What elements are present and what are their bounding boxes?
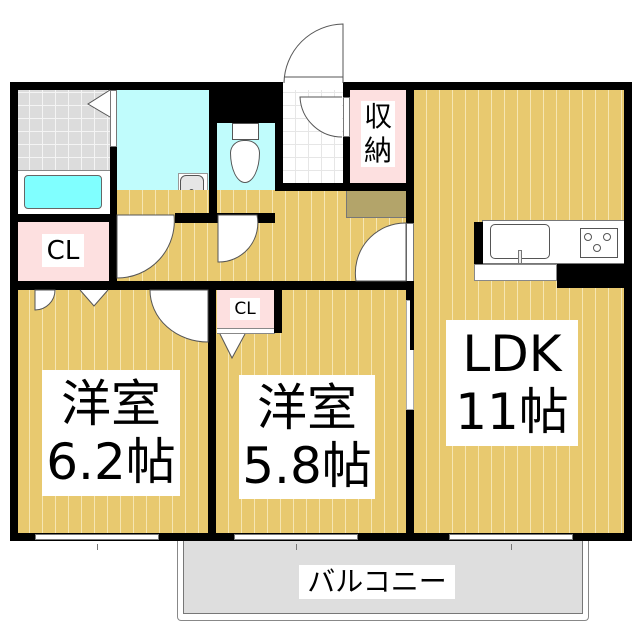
burner — [593, 244, 601, 252]
bathroom-floor — [17, 90, 111, 170]
storage-label-line2: 納 — [363, 134, 392, 167]
bathtub — [24, 175, 102, 209]
ldk-name: LDK — [462, 325, 562, 383]
wall-wash-toilet — [209, 90, 217, 223]
kitchen-bar-counter — [474, 264, 557, 281]
wall-room1-room2 — [208, 281, 216, 541]
washroom-bottom-wall — [175, 213, 275, 223]
window-room1 — [35, 534, 159, 540]
closet-left-label: CL — [42, 234, 84, 267]
kitchen-counter-end-wall — [474, 222, 483, 264]
ldk-sliding-door-panel — [410, 290, 414, 350]
wall-smallcl-right — [274, 281, 282, 333]
kitchen-back-wall — [557, 264, 626, 288]
bath-door — [110, 90, 117, 147]
kitchen-faucet — [518, 250, 522, 264]
western-room-2-label: 洋室 5.8帖 — [239, 375, 375, 499]
outer-wall-top-right — [343, 82, 632, 90]
outer-wall-left — [10, 82, 18, 541]
ldk-size: 11帖 — [455, 383, 569, 441]
closet-small-door-strip — [217, 328, 275, 334]
front-door-swing — [283, 23, 344, 84]
window-room1-divider — [97, 544, 98, 550]
toilet-tank — [232, 123, 259, 140]
hallway-wall-top-right — [275, 183, 407, 191]
western-room-1-label: 洋室 6.2帖 — [42, 370, 180, 496]
outer-wall-right — [624, 82, 632, 541]
stove — [580, 228, 618, 258]
entrance-floor — [283, 90, 343, 183]
ldk-door-gap — [406, 223, 414, 283]
wall-closet-hallway — [109, 214, 117, 290]
window-room2-divider — [296, 544, 297, 550]
storage-label-line1: 収 — [363, 100, 392, 133]
western-room-2-size: 5.8帖 — [242, 437, 372, 495]
closet-small-label: CL — [230, 298, 260, 320]
window-room2 — [234, 534, 358, 540]
wall-toilet-entrance — [275, 90, 283, 190]
western-room-1-name: 洋室 — [61, 375, 161, 433]
shoe-cabinet — [346, 190, 407, 218]
wall-entrance-storage — [343, 90, 350, 190]
burner — [584, 233, 592, 241]
storage-label: 収 納 — [361, 101, 395, 167]
window-ldk-divider — [511, 544, 512, 550]
window-ldk — [449, 534, 573, 540]
outer-wall-top-left — [10, 82, 283, 90]
toilet-upper-wall — [209, 90, 283, 123]
ldk-floor — [414, 90, 626, 534]
western-room-2-name: 洋室 — [257, 379, 357, 437]
balcony-label: バルコニー — [299, 565, 455, 599]
wall-bath-closet — [10, 214, 117, 222]
entrance-inner-door — [343, 97, 350, 137]
western-room-1-size: 6.2帖 — [46, 433, 176, 491]
wall-bath-wash — [110, 90, 117, 223]
ldk-label: LDK 11帖 — [446, 320, 578, 446]
burner — [603, 233, 611, 241]
